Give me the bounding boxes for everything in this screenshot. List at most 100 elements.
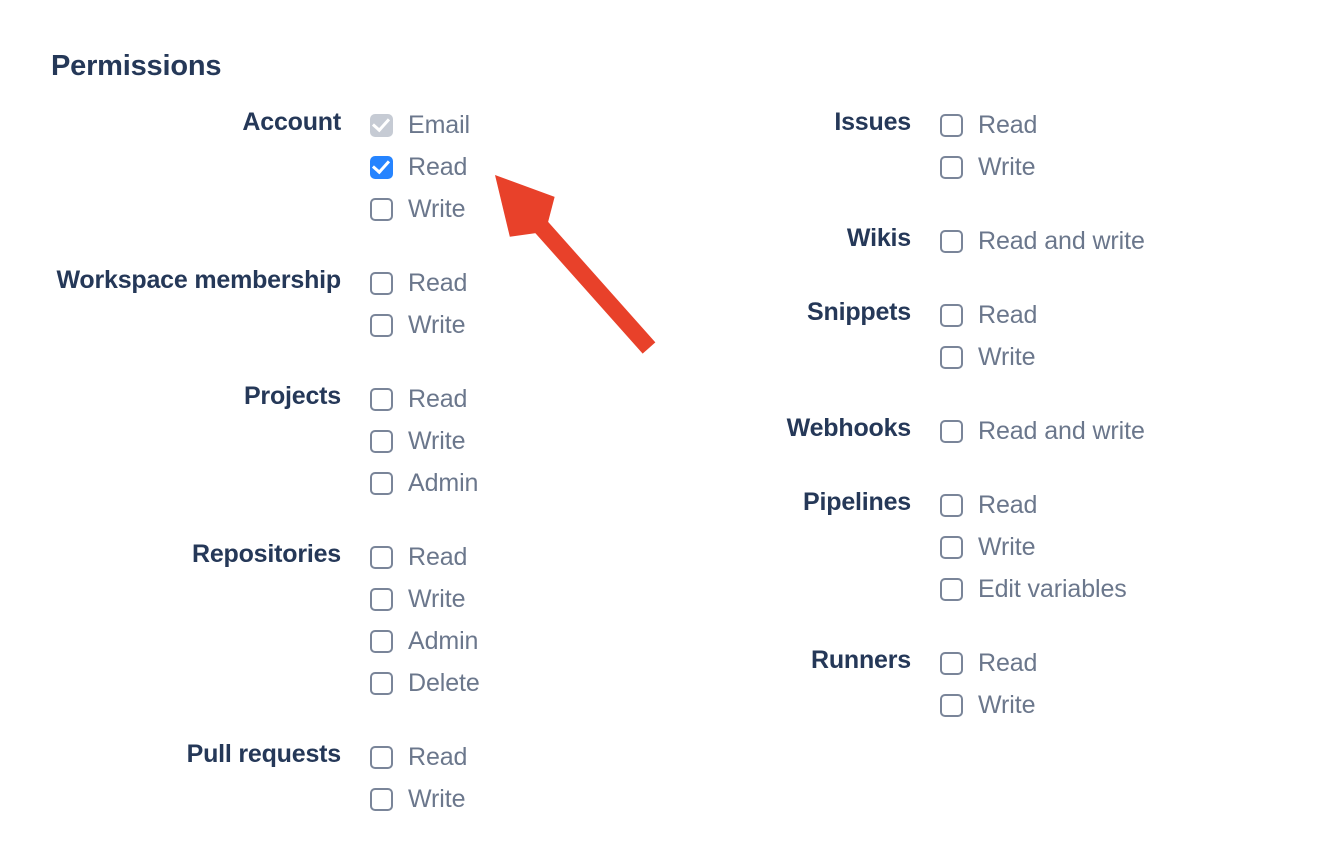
permission-option-label: Edit variables bbox=[978, 575, 1127, 603]
permission-option-row[interactable]: Read and write bbox=[940, 410, 1310, 452]
permission-option-label: Email bbox=[408, 111, 471, 139]
permission-group-label: Projects bbox=[243, 382, 341, 410]
permission-option-label: Read bbox=[978, 491, 1038, 519]
permission-option-label: Write bbox=[408, 585, 466, 613]
permission-option-row[interactable]: Read bbox=[370, 736, 660, 778]
permission-option-row[interactable]: Write bbox=[370, 188, 660, 230]
check-icon bbox=[371, 155, 391, 174]
checkbox-unchecked[interactable] bbox=[940, 303, 963, 327]
checkbox-unchecked[interactable] bbox=[370, 587, 393, 611]
checkbox-unchecked[interactable] bbox=[370, 271, 393, 295]
checkbox-unchecked[interactable] bbox=[370, 745, 393, 769]
permission-option-row[interactable]: Write bbox=[370, 778, 660, 820]
permission-option-row[interactable]: Read bbox=[940, 642, 1310, 684]
permission-option-label: Write bbox=[978, 533, 1036, 561]
checkbox-unchecked[interactable] bbox=[940, 345, 963, 369]
permission-option-row[interactable]: Email bbox=[370, 104, 660, 146]
checkbox-unchecked[interactable] bbox=[370, 387, 393, 411]
permission-option-label: Write bbox=[408, 195, 466, 223]
permission-option-label: Read bbox=[978, 649, 1038, 677]
page-title: Permissions bbox=[51, 50, 222, 82]
permission-option-row[interactable]: Admin bbox=[370, 620, 660, 662]
checkbox-unchecked[interactable] bbox=[940, 419, 963, 443]
permission-option-label: Read bbox=[408, 743, 468, 771]
permission-option-label: Write bbox=[978, 153, 1036, 181]
permission-option-row[interactable]: Read bbox=[370, 378, 660, 420]
checkbox-unchecked[interactable] bbox=[940, 113, 963, 137]
permission-group-label: Snippets bbox=[807, 298, 911, 326]
permission-group-label: Runners bbox=[810, 646, 911, 674]
permission-option-row[interactable]: Read bbox=[370, 146, 660, 188]
permission-group-label: Pipelines bbox=[803, 488, 911, 516]
permission-option-row[interactable]: Write bbox=[940, 526, 1310, 568]
permission-option-row[interactable]: Read and write bbox=[940, 220, 1310, 262]
permission-option-row[interactable]: Write bbox=[370, 420, 660, 462]
checkbox-unchecked[interactable] bbox=[940, 693, 963, 717]
permission-option-row[interactable]: Delete bbox=[370, 662, 660, 704]
permission-option-label: Write bbox=[978, 691, 1036, 719]
permission-option-label: Read and write bbox=[978, 227, 1145, 255]
checkbox-unchecked[interactable] bbox=[370, 197, 393, 221]
permission-option-label: Read bbox=[408, 269, 468, 297]
permission-group-label: Issues bbox=[834, 108, 911, 136]
permission-option-row[interactable]: Write bbox=[370, 578, 660, 620]
permission-option-label: Read bbox=[978, 301, 1038, 329]
checkbox-unchecked[interactable] bbox=[940, 535, 963, 559]
checkbox-unchecked[interactable] bbox=[370, 545, 393, 569]
permission-option-list: Read and write bbox=[940, 410, 1310, 452]
permission-group-label: Pull requests bbox=[186, 740, 342, 768]
permission-option-row[interactable]: Write bbox=[940, 684, 1310, 726]
permission-group: Wikis Read and write bbox=[610, 220, 1310, 262]
permission-option-row[interactable]: Write bbox=[370, 304, 660, 346]
permission-option-label: Write bbox=[408, 785, 466, 813]
permission-option-list: Read and write bbox=[940, 220, 1310, 262]
checkbox-unchecked[interactable] bbox=[940, 577, 963, 601]
permission-option-row[interactable]: Write bbox=[940, 336, 1310, 378]
checkbox-unchecked[interactable] bbox=[940, 229, 963, 253]
checkbox-unchecked[interactable] bbox=[370, 671, 393, 695]
checkbox-unchecked[interactable] bbox=[940, 651, 963, 675]
permission-option-label: Read and write bbox=[978, 417, 1145, 445]
permission-option-label: Write bbox=[408, 311, 466, 339]
permission-option-label: Write bbox=[978, 343, 1036, 371]
permission-option-row[interactable]: Admin bbox=[370, 462, 660, 504]
permission-option-label: Read bbox=[408, 543, 468, 571]
checkbox-unchecked[interactable] bbox=[370, 429, 393, 453]
permission-option-row[interactable]: Read bbox=[370, 536, 660, 578]
permission-option-label: Delete bbox=[408, 669, 480, 697]
permission-group-label: Wikis bbox=[846, 224, 911, 252]
permission-option-row[interactable]: Write bbox=[940, 146, 1310, 188]
checkbox-unchecked[interactable] bbox=[370, 629, 393, 653]
checkbox-unchecked[interactable] bbox=[370, 471, 393, 495]
permission-option-row[interactable]: Edit variables bbox=[940, 568, 1310, 610]
permission-option-label: Read bbox=[408, 385, 468, 413]
permission-option-row[interactable]: Read bbox=[940, 104, 1310, 146]
permission-option-row[interactable]: Read bbox=[370, 262, 660, 304]
checkbox-unchecked[interactable] bbox=[370, 787, 393, 811]
permission-option-row[interactable]: Read bbox=[940, 294, 1310, 336]
checkbox-unchecked[interactable] bbox=[370, 313, 393, 337]
checkbox-unchecked[interactable] bbox=[940, 493, 963, 517]
permission-option-label: Read bbox=[978, 111, 1038, 139]
checkbox-unchecked[interactable] bbox=[940, 155, 963, 179]
permission-option-row[interactable]: Read bbox=[940, 484, 1310, 526]
checkbox-checked[interactable] bbox=[370, 155, 393, 179]
check-icon bbox=[371, 113, 391, 132]
